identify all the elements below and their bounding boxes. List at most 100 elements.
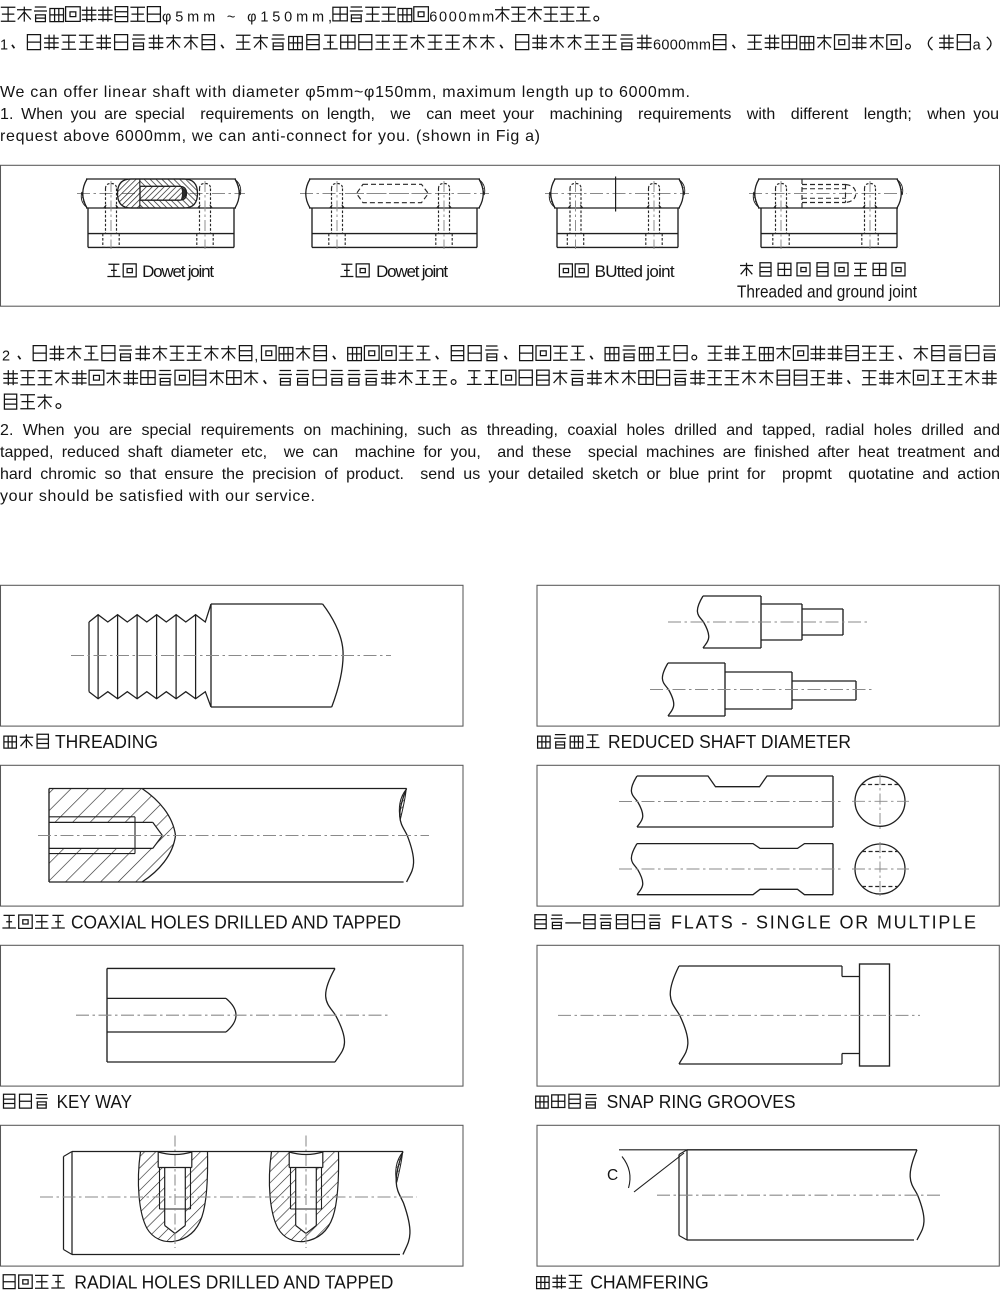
svg-text:special: special xyxy=(142,422,192,439)
svg-text:send: send xyxy=(420,466,455,483)
svg-text:print: print xyxy=(708,466,740,483)
svg-text:you: you xyxy=(973,106,999,123)
svg-text:SNAP RING GROOVES: SNAP RING GROOVES xyxy=(607,1092,796,1112)
svg-text:are: are xyxy=(104,106,127,123)
svg-text:and: and xyxy=(726,422,753,439)
svg-text:treatment: treatment xyxy=(897,444,965,461)
svg-text:Dowet joint: Dowet joint xyxy=(142,262,214,281)
svg-text:we: we xyxy=(283,444,305,461)
svg-text:we: we xyxy=(389,106,411,123)
svg-text:KEY WAY: KEY WAY xyxy=(57,1092,132,1112)
svg-text:holes: holes xyxy=(874,422,912,439)
svg-text:threading,: threading, xyxy=(487,422,558,439)
svg-text:for: for xyxy=(747,466,766,483)
svg-text:radial: radial xyxy=(825,422,864,439)
svg-text:When: When xyxy=(21,106,63,123)
svg-text:special: special xyxy=(588,444,638,461)
svg-text:drilled: drilled xyxy=(674,422,717,439)
svg-text:you: you xyxy=(71,106,97,123)
svg-text:that: that xyxy=(130,466,157,483)
svg-text:We can offer linear shaft with: We can offer linear shaft with diameter … xyxy=(0,84,690,101)
svg-text:coaxial: coaxial xyxy=(567,422,617,439)
svg-text:different: different xyxy=(791,106,849,123)
svg-text:on: on xyxy=(304,422,322,439)
svg-text:machining,: machining, xyxy=(331,422,408,439)
svg-text:Threaded and ground joint: Threaded and ground joint xyxy=(737,282,917,302)
svg-text:finished: finished xyxy=(754,444,809,461)
svg-text:request above 6000mm, we can a: request above 6000mm, we can anti-connec… xyxy=(0,128,540,145)
svg-text:you: you xyxy=(74,422,100,439)
svg-text:your should be satisfied with: your should be satisfied with our servic… xyxy=(0,488,315,505)
svg-text:2.: 2. xyxy=(0,422,13,439)
svg-text:tapped,: tapped, xyxy=(762,422,815,439)
svg-text:,: , xyxy=(254,349,258,365)
svg-text:sketch: sketch xyxy=(592,466,638,483)
svg-text:your: your xyxy=(503,106,535,123)
svg-text:requirements: requirements xyxy=(200,106,293,123)
svg-text:etc,: etc, xyxy=(241,444,267,461)
svg-text:with: with xyxy=(746,106,776,123)
svg-text:and: and xyxy=(922,466,949,483)
svg-text:or: or xyxy=(647,466,662,483)
svg-text:are: are xyxy=(109,422,132,439)
svg-text:BUtted joint: BUtted joint xyxy=(595,262,675,281)
svg-text:the: the xyxy=(222,466,244,483)
svg-text:so: so xyxy=(105,466,122,483)
svg-text:machining: machining xyxy=(550,106,623,123)
svg-text:you,: you, xyxy=(451,444,481,461)
svg-text:can: can xyxy=(426,106,452,123)
svg-text:propmt: propmt xyxy=(782,466,832,483)
svg-text:special: special xyxy=(135,106,185,123)
svg-text:2: 2 xyxy=(2,349,10,365)
svg-text:and: and xyxy=(973,444,1000,461)
svg-text:requirements: requirements xyxy=(201,422,294,439)
svg-text:holes: holes xyxy=(627,422,665,439)
svg-text:length,: length, xyxy=(327,106,375,123)
svg-text:shaft: shaft xyxy=(128,444,163,461)
svg-text:6000mm: 6000mm xyxy=(653,38,711,54)
svg-text:detailed: detailed xyxy=(528,466,584,483)
svg-text:and: and xyxy=(497,444,524,461)
svg-text:machines: machines xyxy=(646,444,715,461)
svg-text:φ5mm ~ φ150mm,: φ5mm ~ φ150mm, xyxy=(162,10,332,26)
svg-text:When: When xyxy=(23,422,65,439)
svg-text:of: of xyxy=(325,466,339,483)
svg-text:product.: product. xyxy=(346,466,404,483)
svg-text:chromic: chromic xyxy=(40,466,96,483)
svg-text:blue: blue xyxy=(669,466,699,483)
svg-text:us: us xyxy=(463,466,480,483)
svg-text:these: these xyxy=(532,444,571,461)
svg-text:such: such xyxy=(417,422,451,439)
svg-text:6000mm: 6000mm xyxy=(429,10,494,26)
svg-text:can: can xyxy=(312,444,338,461)
svg-text:action: action xyxy=(957,466,1000,483)
svg-text:machine: machine xyxy=(355,444,416,461)
svg-text:FLATS - SINGLE OR MULTIPLE: FLATS - SINGLE OR MULTIPLE xyxy=(671,913,976,933)
svg-text:quotatine: quotatine xyxy=(848,466,914,483)
svg-text:for: for xyxy=(424,444,443,461)
svg-text:CHAMFERING: CHAMFERING xyxy=(590,1273,709,1293)
svg-text:RADIAL HOLES DRILLED AND TAPPE: RADIAL HOLES DRILLED AND TAPPED xyxy=(74,1273,393,1293)
svg-text:THREADING: THREADING xyxy=(55,732,158,752)
svg-text:Dowet joint: Dowet joint xyxy=(376,262,448,281)
svg-text:reduced: reduced xyxy=(62,444,120,461)
svg-text:and: and xyxy=(973,422,1000,439)
svg-text:length;: length; xyxy=(864,106,912,123)
svg-text:a: a xyxy=(973,38,982,54)
svg-text:on: on xyxy=(301,106,319,123)
svg-text:as: as xyxy=(461,422,478,439)
svg-text:precision: precision xyxy=(252,466,316,483)
svg-text:are: are xyxy=(723,444,746,461)
svg-text:hard: hard xyxy=(0,466,32,483)
svg-text:tapped,: tapped, xyxy=(0,444,53,461)
svg-text:diameter: diameter xyxy=(171,444,234,461)
svg-text:after: after xyxy=(818,444,851,461)
svg-text:heat: heat xyxy=(858,444,890,461)
svg-text:when: when xyxy=(926,106,965,123)
svg-text:meet: meet xyxy=(460,106,496,123)
svg-text:COAXIAL HOLES DRILLED AND TAPP: COAXIAL HOLES DRILLED AND TAPPED xyxy=(71,913,401,933)
svg-text:1.: 1. xyxy=(0,106,13,123)
svg-text:REDUCED SHAFT DIAMETER: REDUCED SHAFT DIAMETER xyxy=(608,732,851,752)
svg-text:your: your xyxy=(488,466,520,483)
svg-text:ensure: ensure xyxy=(165,466,214,483)
